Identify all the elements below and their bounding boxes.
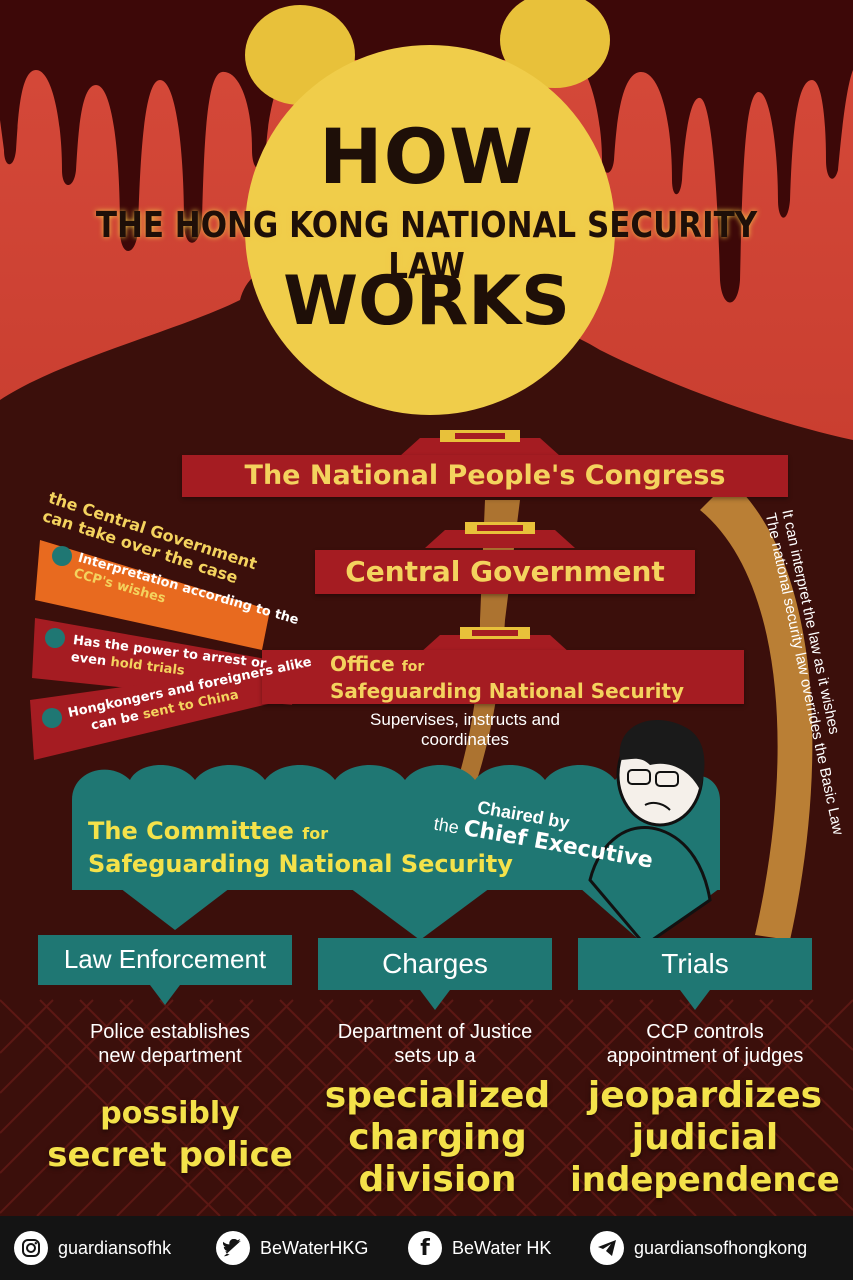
pagoda-roof-icon — [425, 522, 575, 548]
chief-executive-caricature — [588, 720, 712, 948]
instagram-link[interactable]: guardiansofhk — [14, 1230, 171, 1266]
strip-dot-2 — [45, 628, 65, 648]
central-government-banner: Central Government — [315, 550, 695, 594]
le-desc-2: new department — [98, 1045, 242, 1067]
facebook-icon: f — [408, 1231, 442, 1265]
arrow-middle — [350, 888, 490, 940]
strip-dot-3 — [42, 708, 62, 728]
arrow-left — [120, 888, 230, 930]
le-desc-1: Police establishes — [89, 1021, 251, 1043]
facebook-handle: BeWater HK — [452, 1237, 552, 1258]
secret-police-callout: possibly secret police — [40, 1095, 300, 1177]
tr-desc-1: CCP controls — [646, 1021, 764, 1043]
charges-heading: Charges — [382, 948, 488, 979]
committee-line2: Safeguarding National Security — [88, 850, 513, 878]
telegram-icon — [590, 1231, 624, 1265]
strip-dot-1 — [52, 546, 72, 566]
facebook-link[interactable]: f BeWater HK — [408, 1230, 551, 1266]
tr-big-2: judicial — [631, 1117, 779, 1158]
strip-1 — [35, 540, 270, 650]
law-enforcement-heading: Law Enforcement — [63, 944, 267, 974]
committee-line1: The Committee — [88, 817, 294, 845]
twitter-link[interactable]: BeWaterHKG — [216, 1230, 368, 1266]
twitter-icon — [216, 1231, 250, 1265]
ch-big-3: division — [358, 1159, 517, 1200]
npc-banner: The National People's Congress — [182, 455, 788, 497]
pagoda-roof-icon — [400, 430, 560, 456]
committee-cloud — [72, 765, 720, 890]
title-how: HOW — [318, 112, 535, 201]
bear-ear-right — [500, 0, 610, 88]
col-box-2 — [318, 938, 552, 1010]
instagram-icon — [14, 1231, 48, 1265]
ch-desc-2: sets up a — [394, 1045, 476, 1067]
supervises-text: Supervises, instructs and coordinates — [370, 710, 560, 749]
telegram-handle: guardiansofhongkong — [634, 1237, 808, 1258]
tr-big-3: independence — [570, 1160, 840, 1200]
le-big-2: secret police — [47, 1135, 293, 1175]
title-works: WORKS — [283, 262, 570, 341]
pagoda-roof-icon — [420, 627, 570, 653]
twitter-handle: BeWaterHKG — [260, 1237, 369, 1258]
committee-title: The Committee for Safeguarding National … — [88, 816, 513, 879]
law-enforcement-desc: Police establishes new department — [40, 1020, 300, 1068]
social-footer: guardiansofhk BeWaterHKG f BeWater HK gu… — [0, 1216, 853, 1280]
judicial-independence-callout: jeopardizes judicial independence — [570, 1075, 840, 1201]
trials-desc: CCP controls appointment of judges — [565, 1020, 845, 1068]
charging-division-callout: specialized charging division — [310, 1075, 565, 1201]
title-main: THE HONG KONG NATIONAL SECURITY LAW — [95, 205, 758, 287]
col-box-3 — [578, 938, 812, 1010]
arrest-line2: even — [70, 649, 107, 670]
trials-heading: Trials — [661, 948, 729, 979]
ch-desc-1: Department of Justice — [337, 1021, 533, 1043]
tr-big-1: jeopardizes — [587, 1075, 823, 1116]
office-banner: Office for Safeguarding National Securit… — [262, 650, 744, 704]
telegram-link[interactable]: guardiansofhongkong — [590, 1230, 807, 1266]
chain-fence — [0, 999, 853, 1217]
blood-drips — [0, 0, 853, 303]
charges-desc: Department of Justice sets up a — [295, 1020, 575, 1068]
office-word: Office — [330, 652, 395, 676]
office-for: for — [401, 659, 425, 675]
strip-3 — [30, 665, 285, 760]
bear-head — [245, 45, 615, 415]
chaired-the: the — [432, 813, 461, 838]
le-big-1: possibly — [100, 1096, 240, 1131]
ch-big-1: specialized — [324, 1075, 551, 1116]
col-box-1 — [38, 935, 292, 1005]
office-name: Safeguarding National Security — [330, 679, 685, 703]
ch-big-2: charging — [348, 1117, 527, 1158]
instagram-handle: guardiansofhk — [58, 1237, 172, 1258]
gold-arc — [700, 480, 813, 940]
committee-for: for — [302, 824, 329, 843]
tr-desc-2: appointment of judges — [606, 1045, 804, 1067]
